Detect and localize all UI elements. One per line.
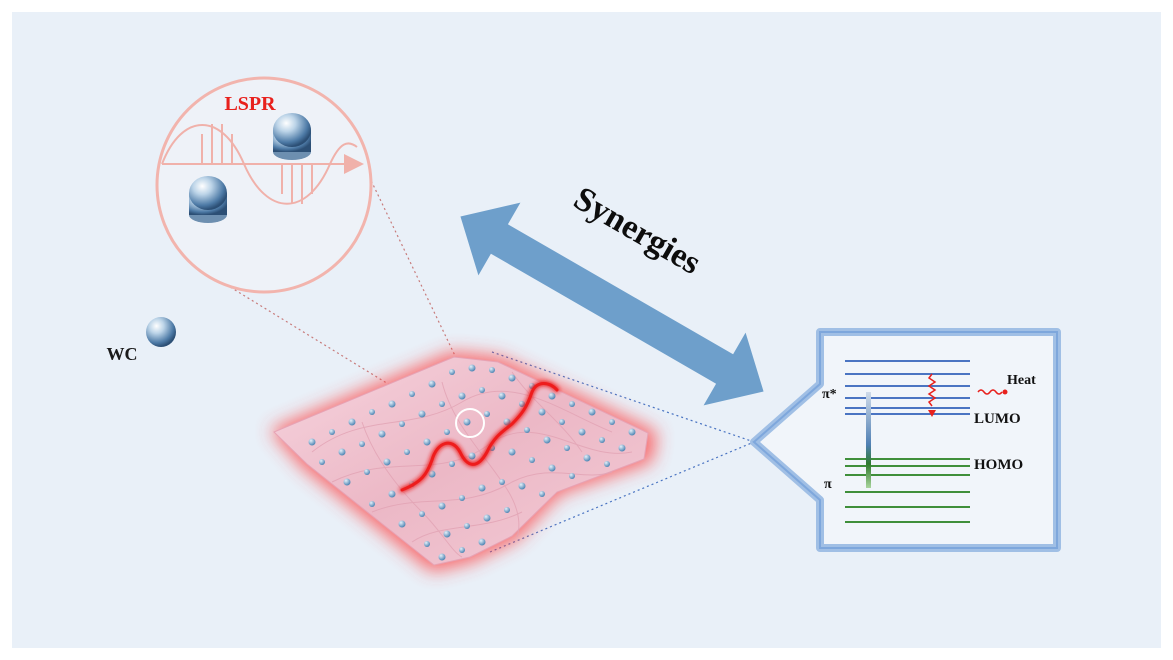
energy-level-panel: Heat LUMO HOMO π* π bbox=[750, 328, 1061, 552]
em-wave-icon bbox=[161, 124, 364, 205]
membrane-sheet bbox=[270, 352, 657, 572]
zoom-focus-circle bbox=[455, 408, 485, 438]
wc-sphere-icon bbox=[146, 317, 176, 347]
excitation-arrow bbox=[866, 392, 871, 488]
homo-label: HOMO bbox=[974, 457, 1023, 473]
wc-nanoparticle-icon bbox=[273, 113, 311, 160]
heat-squiggle-icon bbox=[977, 389, 1003, 395]
wc-legend: WC bbox=[107, 317, 176, 364]
homo-energy-levels bbox=[845, 458, 970, 523]
wc-label: WC bbox=[107, 344, 138, 364]
pi-label: π bbox=[824, 477, 832, 492]
figure-canvas: LSPR WC Synergies bbox=[12, 12, 1161, 648]
wc-nanoparticle-icon bbox=[189, 176, 227, 223]
synergies-label: Synergies bbox=[567, 180, 707, 282]
heat-label: Heat bbox=[1007, 373, 1036, 388]
lumo-energy-levels bbox=[845, 360, 970, 415]
pi-star-label: π* bbox=[822, 387, 837, 402]
diagram-svg: LSPR WC Synergies bbox=[107, 76, 1061, 572]
relaxation-arrow-icon bbox=[927, 373, 937, 407]
lumo-label: LUMO bbox=[974, 411, 1021, 427]
lspr-label: LSPR bbox=[224, 93, 276, 115]
synergies-double-arrow bbox=[460, 202, 764, 406]
lspr-zoom-circle: LSPR bbox=[155, 76, 373, 294]
surface-nanoparticles bbox=[308, 364, 636, 561]
